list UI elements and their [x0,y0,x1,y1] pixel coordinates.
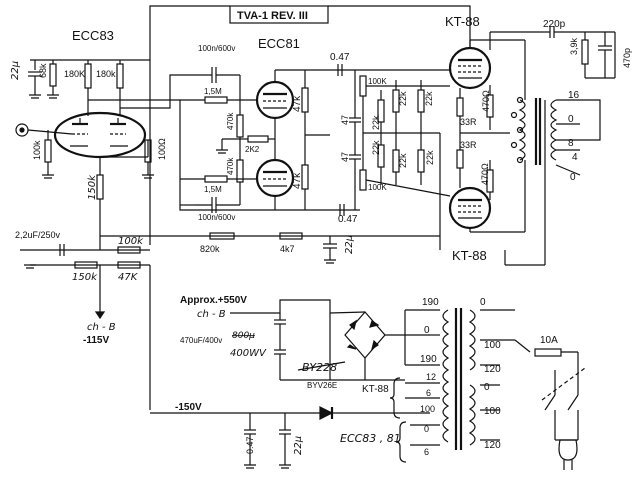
label-c-220p: 220p [543,19,566,30]
label-r-22k-4: 22k [371,140,381,155]
bridge-rectifier [344,311,386,359]
tap-h6b: 6 [424,447,429,457]
tap-p0: 0 [424,325,430,336]
label-diode-by228: BY228 [302,361,337,374]
label-r-22k-5: 22k [398,153,408,168]
tap-16: 16 [568,90,580,101]
label-r-47k-fb: 47K [118,272,139,283]
output-transformer [510,96,558,165]
label-r-22k-1: 22k [371,115,381,130]
label-r-150k: 150k [87,174,98,200]
label-chb-left: ch - B [87,322,116,333]
label-r-470k-b: 470k [226,157,235,175]
tap-0b: 0 [570,172,576,183]
label-r-150k-fb: 150k [72,272,98,283]
label-r-180k-a: 180K [64,69,85,79]
mains-plug-icon [558,439,578,461]
tap-4: 4 [572,152,578,163]
ecc83-tube [53,111,147,159]
label-c-100n-top: 100n/600v [198,44,235,53]
title-box [229,5,329,24]
label-c-22u-b: 22µ [344,235,355,254]
label-c-470p: 470p [622,48,632,68]
label-r-100k-a: 100K [368,77,387,86]
ecc81-tube-b [255,158,295,198]
label-r-470ohm-a: 470Ω [481,90,491,112]
tap-h6: 6 [426,388,431,398]
label-c-400wv: 400WV [230,348,267,359]
label-c-2u2: 2,2uF/250v [15,230,61,240]
label-v550: Approx.+550V [180,295,247,306]
ecc81-tube-a [255,80,295,120]
tap-p190a: 190 [422,297,439,308]
tube-label-kt88-bot: KT-88 [452,248,487,263]
label-r-33r-b: 33R [460,140,477,150]
label-r-1m5-bot: 1,5M [204,185,222,194]
mains-switch-icon[interactable] [544,394,556,411]
power-transformer [442,308,476,450]
label-c-047-bot: 0.47 [338,214,358,225]
label-r-47k-a: 47k [292,95,303,112]
tap-s0b: 0 [484,382,490,393]
label-r-100k-fb: 100k [118,236,144,247]
tap-s120b: 120 [484,440,501,451]
tap-h12: 12 [426,372,436,382]
label-r-22k-6: 22k [425,150,435,165]
label-v115: -115V [83,335,109,346]
label-c-47-b: 47 [340,152,350,162]
kt88-top-tube [448,46,492,90]
label-c-47-a: 47 [340,115,350,125]
schematic-title: TVA-1 REV. III [237,10,308,22]
kt88-bottom-tube [448,186,492,230]
label-v150: -150V [175,402,202,413]
tap-s0: 0 [480,297,486,308]
label-r-180k-b: 180k [96,69,116,79]
label-fuse-10a: 10A [540,335,558,346]
label-c-800u: 800µ [232,331,255,341]
label-r-470k-a: 470k [226,112,235,130]
tap-s100b: 100 [484,406,501,417]
label-r-47k-b: 47k [292,172,303,189]
tube-label-kt88-top: KT-88 [445,14,480,29]
tube-label-ecc81: ECC81 [258,36,300,51]
label-heater-ecc: ECC83 , 81 [340,432,401,445]
label-r-22k-2: 22k [398,91,408,106]
label-r-2k2: 2K2 [245,145,260,154]
label-c-100n-bot: 100n/600v [198,213,235,222]
label-r-100ohm: 100Ω [157,138,167,160]
label-c-22u: 22µ [10,61,21,80]
tap-h100: 100 [420,404,435,414]
label-c-470u: 470uF/400v [180,336,222,345]
label-r-3k9: 3,9k [569,37,579,55]
tap-s100a: 100 [484,340,501,351]
tap-s120a: 120 [484,364,501,375]
fuse-icon [534,348,562,357]
label-c-22u-ps: 22µ [293,436,304,455]
label-r-100k-in: 100k [32,140,42,160]
label-r-820k: 820k [200,244,220,254]
label-heater-kt88: KT-88 [362,384,389,395]
label-chb-top: ch - B [197,309,226,320]
label-diode-byv26e: BYV26E [307,381,337,390]
label-r-1m5-top: 1,5M [204,87,222,96]
label-r-68k: 68k [38,63,48,78]
label-r-4k7: 4k7 [280,244,295,254]
label-r-33r-a: 33R [460,117,477,127]
tube-label-ecc83: ECC83 [72,28,114,43]
tap-p190b: 190 [420,354,437,365]
tap-h0: 0 [424,424,429,434]
label-r-470ohm-b: 470Ω [480,163,490,185]
tap-8: 8 [568,138,574,149]
label-c-047-top: 0.47 [330,52,350,63]
label-r-100k-b: 100K [368,183,387,192]
tap-0a: 0 [568,114,574,125]
label-r-22k-3: 22k [424,91,434,106]
